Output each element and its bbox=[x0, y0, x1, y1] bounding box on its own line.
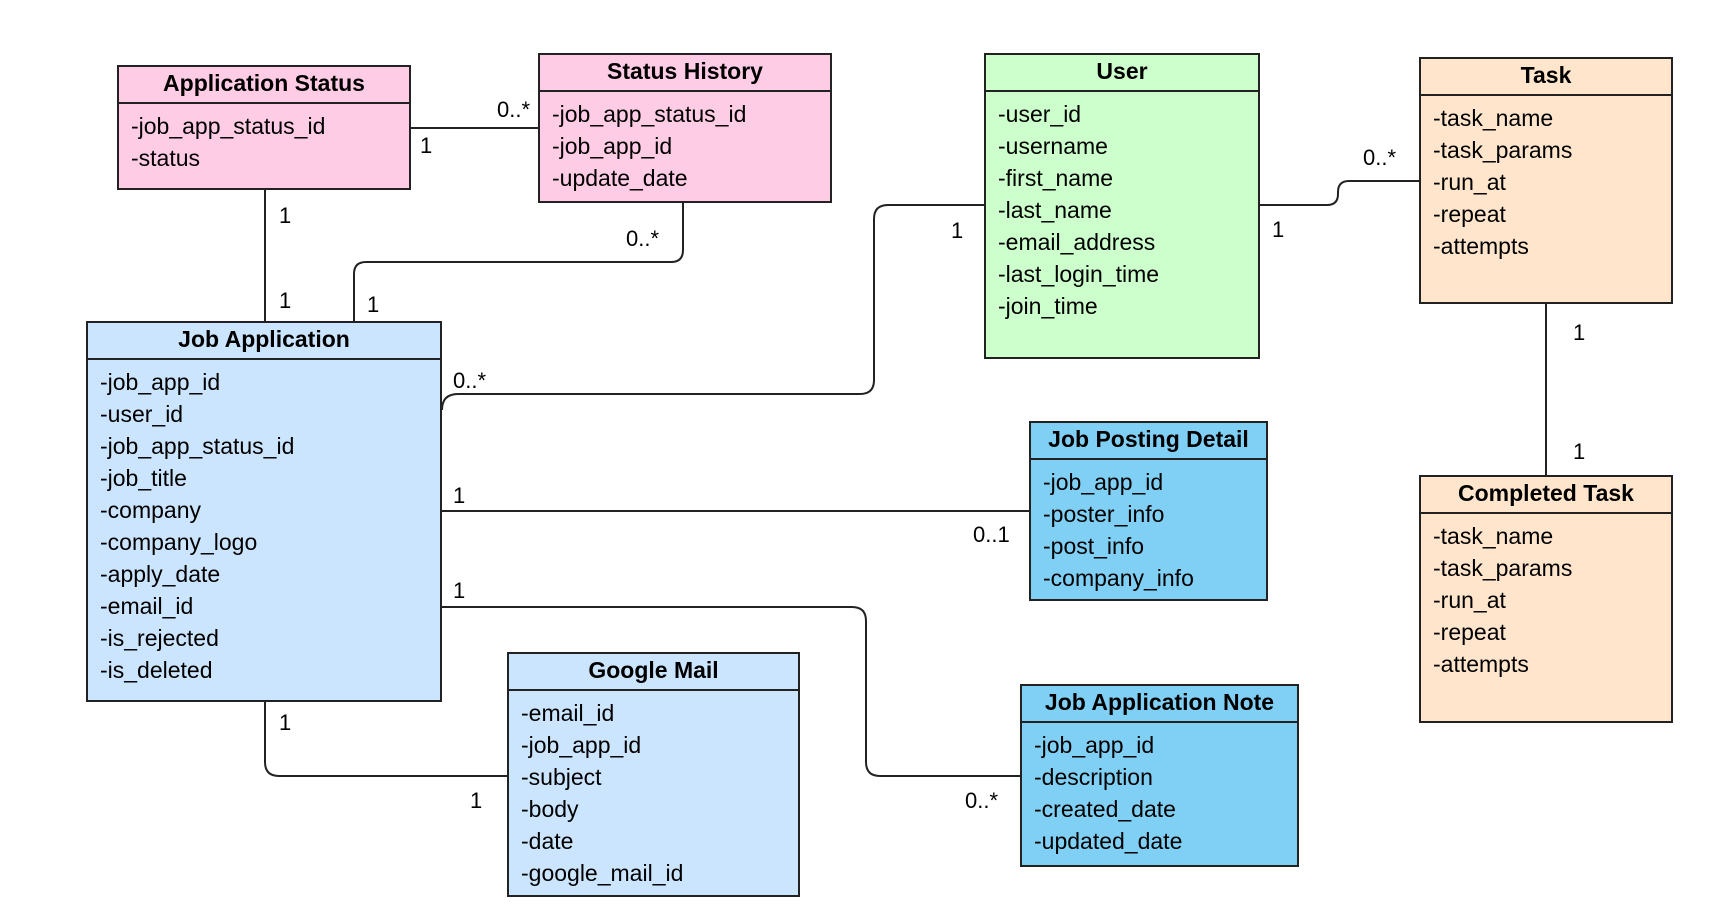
entity-completed-task[interactable]: Completed Task -task_name -task_params -run… bbox=[1419, 475, 1673, 723]
multiplicity-label: 1 bbox=[470, 788, 483, 813]
entity-job-posting-detail[interactable]: Job Posting Detail -job_app_id -poster_inf… bbox=[1029, 421, 1268, 601]
attribute: -post_info bbox=[1043, 533, 1145, 559]
attribute: -repeat bbox=[1433, 619, 1506, 645]
attribute: -run_at bbox=[1433, 587, 1506, 613]
attribute: -task_params bbox=[1433, 137, 1573, 163]
entity-task[interactable]: Task -task_name -task_params -run_at -repeat… bbox=[1419, 57, 1673, 304]
attribute: -description bbox=[1034, 764, 1153, 790]
multiplicity-label: 0..* bbox=[1363, 145, 1397, 170]
entity-title: User bbox=[986, 55, 1258, 92]
attribute: -poster_info bbox=[1043, 501, 1165, 527]
attribute: -join_time bbox=[998, 293, 1098, 319]
attribute: -job_app_id bbox=[100, 369, 221, 395]
multiplicity-label: 0..* bbox=[453, 368, 487, 393]
attribute: -last_login_time bbox=[998, 261, 1160, 287]
multiplicity-label: 1 bbox=[279, 710, 292, 735]
multiplicity-label: 1 bbox=[279, 203, 292, 228]
attribute-list: -job_app_id -user_id -job_app_status_id -jo… bbox=[88, 360, 440, 686]
attribute: -job_app_status_id bbox=[131, 113, 326, 139]
entity-title: Job Posting Detail bbox=[1031, 423, 1266, 460]
entity-title: Application Status bbox=[119, 67, 409, 104]
multiplicity-label: 1 bbox=[367, 292, 380, 317]
entity-application-status[interactable]: Application Status -job_app_status_id -sta… bbox=[117, 65, 411, 190]
attribute: -run_at bbox=[1433, 169, 1506, 195]
attribute: -last_name bbox=[998, 197, 1112, 223]
attribute: -attempts bbox=[1433, 651, 1529, 677]
attribute: -company_logo bbox=[100, 529, 258, 555]
entity-status-history[interactable]: Status History-job_app_status_id-job_app… bbox=[538, 53, 832, 203]
entity-title: Google Mail bbox=[509, 654, 798, 691]
multiplicity-label: 1 bbox=[420, 133, 433, 158]
attribute-list: -task_name -task_params -run_at -repeat -att… bbox=[1421, 96, 1671, 262]
multiplicity-label: 1 bbox=[951, 218, 964, 243]
attribute: -updated_date bbox=[1034, 828, 1183, 854]
multiplicity-label: 1 bbox=[1573, 320, 1586, 345]
attribute: -user_id bbox=[100, 401, 184, 427]
attribute: -is_rejected bbox=[100, 625, 219, 651]
attribute: -email_id bbox=[521, 700, 615, 726]
attribute: -date bbox=[521, 828, 574, 854]
attribute: -job_app_status_id bbox=[552, 101, 747, 127]
attribute: -company bbox=[100, 497, 201, 523]
attribute: -job_app_id bbox=[552, 133, 673, 159]
attribute: -repeat bbox=[1433, 201, 1506, 227]
entity-title: Status History bbox=[540, 55, 830, 92]
attribute: -task_name bbox=[1433, 523, 1554, 549]
attribute: -task_params bbox=[1433, 555, 1573, 581]
entity-title: Task bbox=[1421, 59, 1671, 96]
connector-jobapp-googlemail bbox=[264, 702, 507, 777]
attribute: -first_name bbox=[998, 165, 1114, 191]
entity-title: Completed Task bbox=[1421, 477, 1671, 514]
entity-job-application[interactable]: Job Application-job_app_id-user_id-job_a… bbox=[86, 321, 442, 702]
attribute: -update_date bbox=[552, 165, 688, 191]
attribute: -job_app_status_id bbox=[100, 433, 295, 459]
entity-title: Job Application bbox=[88, 323, 440, 360]
attribute-list: -task_name -task_params -run_at -repeat -att… bbox=[1421, 514, 1671, 680]
attribute: -job_app_id bbox=[521, 732, 642, 758]
attribute: -company_info bbox=[1043, 565, 1194, 591]
attribute-list: -job_app_status_id -job_app_id -update_dat… bbox=[540, 92, 830, 194]
entity-user[interactable]: User -user_id -username -first_name -last_na… bbox=[984, 53, 1260, 359]
entity-title: Job Application Note bbox=[1022, 686, 1297, 723]
attribute-list: -job_app_id -description -created_date -upd… bbox=[1022, 723, 1297, 857]
multiplicity-label: 0..* bbox=[965, 788, 999, 813]
attribute: -task_name bbox=[1433, 105, 1554, 131]
multiplicity-label: 0..* bbox=[626, 226, 660, 251]
attribute-list: -job_app_id -poster_info -post_info -compan… bbox=[1031, 460, 1266, 594]
attribute: -job_app_id bbox=[1043, 469, 1164, 495]
attribute: -google_mail_id bbox=[521, 860, 684, 886]
attribute: -job_title bbox=[100, 465, 187, 491]
attribute: -created_date bbox=[1034, 796, 1176, 822]
attribute: -is_deleted bbox=[100, 657, 213, 683]
attribute: -subject bbox=[521, 764, 602, 790]
multiplicity-label: 1 bbox=[453, 483, 466, 508]
attribute: -job_app_id bbox=[1034, 732, 1155, 758]
connector-jobapp-note bbox=[442, 606, 1020, 777]
attribute-list: -job_app_status_id -status bbox=[119, 104, 409, 174]
attribute: -email_id bbox=[100, 593, 194, 619]
multiplicity-label: 0..* bbox=[497, 97, 531, 122]
attribute: -user_id bbox=[998, 101, 1082, 127]
attribute: -email_address bbox=[998, 229, 1156, 255]
multiplicity-label: 1 bbox=[1272, 217, 1285, 242]
connector-user-jobapp bbox=[441, 204, 984, 411]
attribute: -username bbox=[998, 133, 1108, 159]
multiplicity-label: 1 bbox=[453, 578, 466, 603]
multiplicity-label: 1 bbox=[1573, 439, 1586, 464]
connector-user-task bbox=[1260, 180, 1419, 206]
attribute-list: -email_id -job_app_id -subject -body -date -g… bbox=[509, 691, 798, 889]
connector-statushistory-jobapp bbox=[353, 203, 684, 321]
attribute-list: -user_id -username -first_name -last_name -e… bbox=[986, 92, 1258, 322]
multiplicity-label: 0..1 bbox=[973, 522, 1010, 547]
attribute: -apply_date bbox=[100, 561, 221, 587]
attribute: -attempts bbox=[1433, 233, 1529, 259]
entity-job-application-note[interactable]: Job Application Note -job_app_id -descript… bbox=[1020, 684, 1299, 867]
attribute: -body bbox=[521, 796, 579, 822]
multiplicity-label: 1 bbox=[279, 288, 292, 313]
attribute: -status bbox=[131, 145, 201, 171]
entity-google-mail[interactable]: Google Mail-email_id-job_app_id-subject-… bbox=[507, 652, 800, 897]
